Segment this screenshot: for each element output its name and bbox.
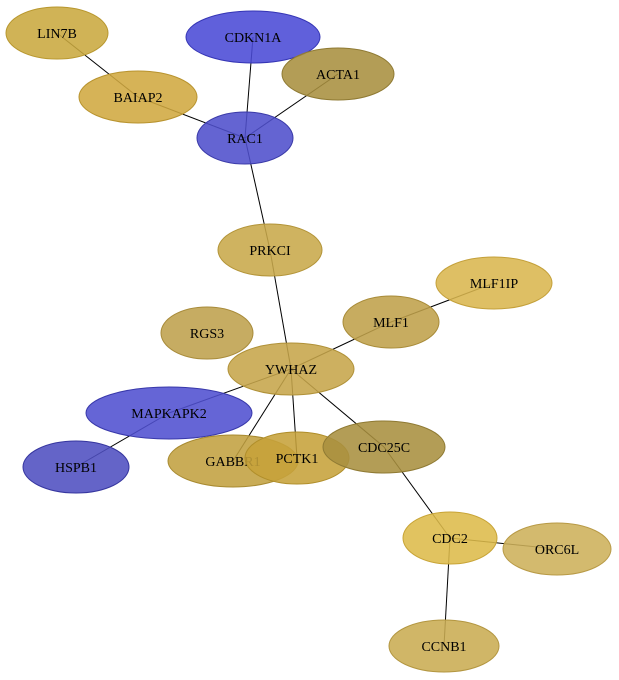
node-mlf1ip[interactable]: MLF1IP — [435, 256, 553, 310]
node-label: BAIAP2 — [113, 91, 162, 106]
node-shape — [281, 47, 395, 101]
node-label: CDC25C — [358, 441, 410, 456]
node-shape — [217, 223, 323, 277]
node-label: CDKN1A — [225, 31, 283, 46]
node-ccnb1[interactable]: CCNB1 — [388, 619, 500, 673]
node-shape — [196, 111, 294, 165]
node-shape — [388, 619, 500, 673]
node-mapkapk2[interactable]: MAPKAPK2 — [85, 386, 253, 440]
node-label: CCNB1 — [421, 640, 466, 655]
node-label: MAPKAPK2 — [131, 407, 206, 422]
node-hspb1[interactable]: HSPB1 — [22, 440, 130, 494]
node-cdkn1a[interactable]: CDKN1A — [185, 10, 321, 64]
node-prkci[interactable]: PRKCI — [217, 223, 323, 277]
node-acta1[interactable]: ACTA1 — [281, 47, 395, 101]
node-label: HSPB1 — [55, 461, 97, 476]
node-label: MLF1 — [373, 316, 409, 331]
node-shape — [185, 10, 321, 64]
node-label: ORC6L — [535, 543, 579, 558]
node-shape — [78, 70, 198, 124]
node-shape — [22, 440, 130, 494]
node-baiap2[interactable]: BAIAP2 — [78, 70, 198, 124]
node-label: PRKCI — [249, 244, 291, 259]
node-rgs3[interactable]: RGS3 — [160, 306, 254, 360]
node-label: YWHAZ — [265, 363, 317, 378]
node-shape — [342, 295, 440, 349]
node-shape — [402, 511, 498, 565]
node-label: RGS3 — [190, 327, 224, 342]
node-shape — [5, 6, 109, 60]
node-cdc2[interactable]: CDC2 — [402, 511, 498, 565]
node-shape — [435, 256, 553, 310]
node-ywhaz[interactable]: YWHAZ — [227, 342, 355, 396]
node-cdc25c[interactable]: CDC25C — [322, 420, 446, 474]
node-label: MLF1IP — [470, 277, 518, 292]
node-shape — [160, 306, 254, 360]
node-shape — [502, 522, 612, 576]
node-rac1[interactable]: RAC1 — [196, 111, 294, 165]
node-shape — [227, 342, 355, 396]
node-label: RAC1 — [227, 132, 263, 147]
node-lin7b[interactable]: LIN7B — [5, 6, 109, 60]
node-shape — [85, 386, 253, 440]
node-mlf1[interactable]: MLF1 — [342, 295, 440, 349]
node-label: PCTK1 — [276, 452, 319, 467]
node-shape — [322, 420, 446, 474]
node-label: LIN7B — [37, 27, 77, 42]
node-orc6l[interactable]: ORC6L — [502, 522, 612, 576]
node-label: ACTA1 — [316, 68, 360, 83]
node-label: CDC2 — [432, 532, 468, 547]
